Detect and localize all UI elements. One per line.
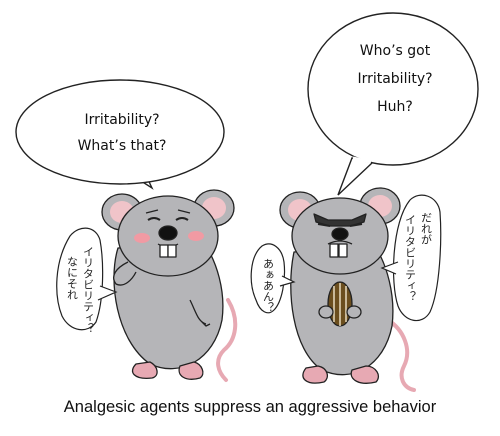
right-aside-col-2: イリタビリティ？ bbox=[404, 214, 417, 302]
right-rat-eye bbox=[317, 223, 331, 227]
right-rat-teeth bbox=[329, 243, 339, 258]
left-aside-col-1: イリタビリティ？ bbox=[82, 246, 95, 334]
left-rat-teeth bbox=[159, 244, 169, 258]
right-bubble-line-2: Irritability? bbox=[357, 71, 432, 87]
left-bubble-body bbox=[15, 79, 225, 185]
right-rat bbox=[279, 187, 416, 392]
left-rat-eye bbox=[147, 217, 161, 221]
left-rat bbox=[101, 189, 238, 382]
right-bubble-body bbox=[307, 12, 479, 166]
illustration: Irritability? What’s that? Who’s got Irr… bbox=[15, 12, 479, 392]
right-bubble-line-3: Huh? bbox=[377, 99, 413, 115]
left-rat-tail bbox=[216, 298, 238, 382]
right-rat-nose bbox=[331, 227, 349, 241]
left-rat-foot bbox=[131, 361, 158, 379]
left-bubble-line-1: Irritability? bbox=[84, 112, 159, 128]
right-aside-bubble: だれが イリタビリティ？ bbox=[380, 194, 442, 322]
left-rat-cheek bbox=[134, 233, 150, 243]
right-rat-foot bbox=[302, 365, 329, 384]
right-rat-tail bbox=[386, 318, 416, 392]
right-speech-bubble: Who’s got Irritability? Huh? bbox=[307, 12, 479, 196]
left-rat-nose bbox=[158, 225, 178, 241]
right-rat-brow bbox=[313, 213, 367, 227]
right-bubble-tail bbox=[337, 157, 374, 196]
left-rat-arm bbox=[113, 261, 137, 286]
right-bubble-line-1: Who’s got bbox=[360, 43, 431, 59]
right-exclaim-bubble: あぁあん？ bbox=[250, 243, 296, 314]
left-aside-bubble: イリタビリティ？ なにそれ bbox=[56, 227, 118, 334]
right-rat-paw bbox=[318, 305, 334, 319]
right-aside-col-1: だれが bbox=[420, 212, 433, 245]
right-exclaim-text: あぁあん？ bbox=[262, 258, 275, 313]
left-aside-col-2: なにそれ bbox=[66, 256, 79, 300]
left-speech-bubble: Irritability? What’s that? bbox=[15, 79, 225, 190]
caption: Analgesic agents suppress an aggressive … bbox=[63, 398, 437, 416]
left-bubble-line-2: What’s that? bbox=[78, 138, 167, 154]
